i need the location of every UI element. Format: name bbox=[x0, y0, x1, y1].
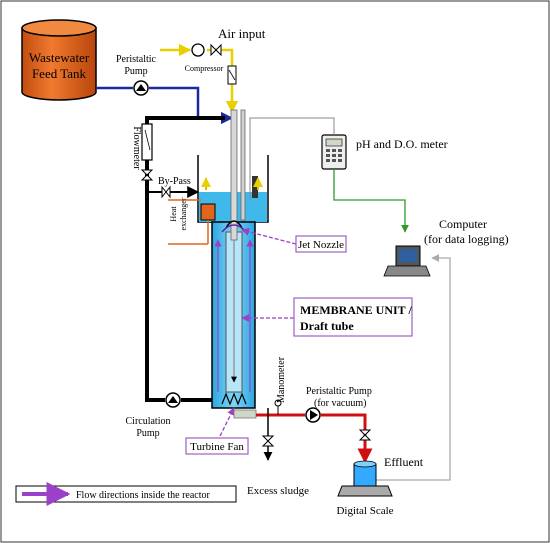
effluent-label: Effluent bbox=[384, 455, 424, 469]
ph-do-meter: pH and D.O. meter bbox=[321, 134, 448, 170]
legend-label: Flow directions inside the reactor bbox=[76, 490, 211, 501]
computer: Computer (for data logging) bbox=[383, 217, 509, 277]
heat-exchanger-label2: exchanger bbox=[179, 197, 188, 230]
vacuum-pump: Peristaltic Pump (for vacuum) bbox=[305, 386, 372, 423]
flowmeter bbox=[141, 123, 153, 161]
signal-line-green bbox=[333, 169, 409, 233]
membrane-unit-label1: MEMBRANE UNIT / bbox=[300, 303, 412, 317]
compressor: Compressor bbox=[185, 43, 224, 73]
internal-flow-arrows bbox=[201, 177, 263, 392]
effluent-valve bbox=[358, 429, 372, 441]
bypass-label: By-Pass bbox=[158, 176, 191, 187]
heat-exchanger-label1: Heat bbox=[169, 206, 178, 222]
reactor bbox=[197, 109, 269, 409]
vacuum-pump-label1: Peristaltic Pump bbox=[306, 386, 372, 397]
air-input-label: Air input bbox=[218, 26, 266, 41]
feed-line-2 bbox=[149, 86, 234, 125]
circulation-pump-label1: Circulation bbox=[126, 416, 171, 427]
compressor-label: Compressor bbox=[185, 64, 224, 73]
vacuum-line-2 bbox=[321, 413, 373, 464]
signal-line-grey bbox=[370, 254, 451, 481]
manometer-label: Manometer bbox=[276, 356, 287, 403]
flowmeter-label: Flowmeter bbox=[131, 126, 142, 170]
membrane-outlet bbox=[233, 409, 257, 419]
flow-valve bbox=[140, 169, 154, 181]
peristaltic-pump-label2: Pump bbox=[124, 66, 147, 77]
computer-label2: (for data logging) bbox=[424, 232, 509, 246]
bypass-valve bbox=[161, 185, 171, 199]
jet-nozzle-label: Jet Nozzle bbox=[298, 239, 344, 251]
turbine-fan-callout: Turbine Fan bbox=[185, 407, 249, 455]
ph-do-meter-label: pH and D.O. meter bbox=[356, 137, 448, 151]
feed-tank: Wastewater Feed Tank bbox=[21, 19, 97, 101]
membrane-unit-label2: Draft tube bbox=[300, 319, 354, 333]
circulation-pump-label2: Pump bbox=[136, 428, 159, 439]
tank-label-line1: Wastewater bbox=[29, 50, 90, 65]
excess-sludge-label: Excess sludge bbox=[247, 485, 309, 497]
peristaltic-pump-label1: Peristaltic bbox=[116, 54, 157, 65]
computer-label1: Computer bbox=[439, 217, 487, 231]
digital-scale: Digital Scale bbox=[336, 460, 394, 517]
jet-nozzle-callout: Jet Nozzle bbox=[241, 227, 347, 253]
vacuum-pump-label2: (for vacuum) bbox=[314, 398, 366, 409]
membrane-unit-callout: MEMBRANE UNIT / Draft tube bbox=[241, 297, 413, 337]
peristaltic-pump: Peristaltic Pump bbox=[116, 54, 157, 96]
recycle-line-top bbox=[145, 116, 225, 124]
sludge-valve bbox=[261, 435, 275, 447]
legend: Flow directions inside the reactor bbox=[15, 482, 237, 506]
circulation-pump: Circulation Pump bbox=[126, 392, 181, 439]
manometer: Manometer bbox=[274, 356, 287, 415]
digital-scale-label: Digital Scale bbox=[336, 505, 393, 517]
ph-probe-cable bbox=[249, 117, 335, 200]
tank-label-line2: Feed Tank bbox=[32, 66, 87, 81]
recycle-line-left bbox=[145, 160, 165, 402]
turbine-fan-label: Turbine Fan bbox=[190, 441, 244, 453]
